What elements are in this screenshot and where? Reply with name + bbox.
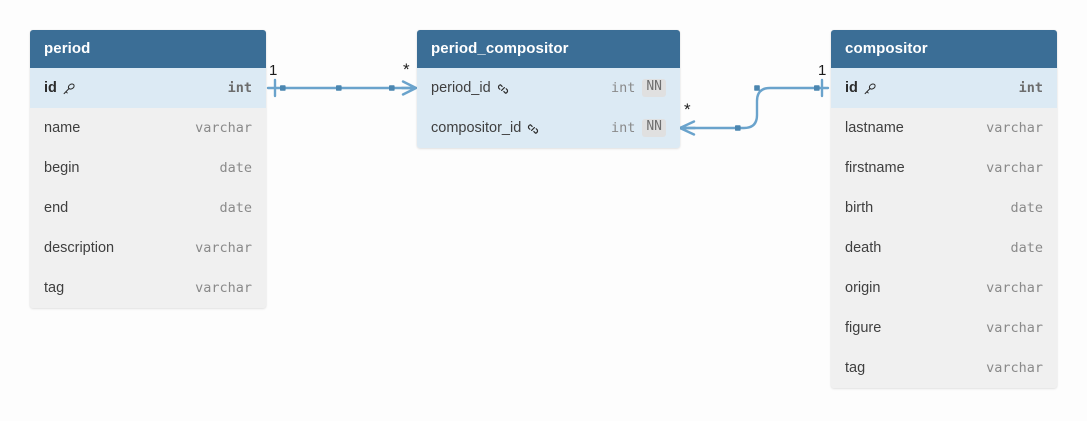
waypoint-dot xyxy=(814,85,820,91)
column-type: varchar xyxy=(195,280,252,296)
entity-table-compositor[interactable]: compositor id int last xyxy=(831,30,1057,388)
waypoint-dot xyxy=(336,85,342,91)
table-row[interactable]: origin varchar xyxy=(831,268,1057,308)
column-type: int xyxy=(610,80,636,96)
column-name: id xyxy=(44,80,57,96)
key-icon xyxy=(62,82,76,96)
column-name: birth xyxy=(845,200,874,216)
relationship-compositor-to-period-compositor[interactable] xyxy=(678,78,830,136)
column-name: tag xyxy=(44,280,65,296)
column-type: varchar xyxy=(986,320,1043,336)
table-row[interactable]: id int xyxy=(30,68,266,108)
entity-table-period[interactable]: period id int name xyxy=(30,30,266,308)
table-row[interactable]: description varchar xyxy=(30,228,266,268)
column-name: compositor_id xyxy=(431,120,522,136)
cardinality-label-one: 1 xyxy=(269,62,278,79)
column-name: tag xyxy=(845,360,866,376)
column-type: date xyxy=(219,200,252,216)
cardinality-label-one: 1 xyxy=(818,62,827,79)
column-type: date xyxy=(1010,200,1043,216)
table-row[interactable]: begin date xyxy=(30,148,266,188)
column-name: name xyxy=(44,120,81,136)
cardinality-label-many: * xyxy=(403,60,410,79)
crowsfoot-many xyxy=(678,120,697,136)
column-name: id xyxy=(845,80,858,96)
waypoint-dot xyxy=(754,85,760,91)
table-row[interactable]: period_id int NN xyxy=(417,68,680,108)
column-name: lastname xyxy=(845,120,904,136)
cardinality-label-many: * xyxy=(684,100,691,119)
table-title-compositor: compositor xyxy=(831,30,1057,68)
table-row[interactable]: id int xyxy=(831,68,1057,108)
table-row[interactable]: figure varchar xyxy=(831,308,1057,348)
column-name: origin xyxy=(845,280,881,296)
table-row[interactable]: lastname varchar xyxy=(831,108,1057,148)
table-row[interactable]: end date xyxy=(30,188,266,228)
column-name: firstname xyxy=(845,160,905,176)
column-type: varchar xyxy=(986,160,1043,176)
column-name: begin xyxy=(44,160,80,176)
column-type: varchar xyxy=(195,240,252,256)
column-name: end xyxy=(44,200,69,216)
column-type: date xyxy=(219,160,252,176)
column-name: description xyxy=(44,240,115,256)
column-type: int xyxy=(1018,80,1043,96)
table-row[interactable]: death date xyxy=(831,228,1057,268)
column-type: varchar xyxy=(986,280,1043,296)
key-icon xyxy=(863,82,877,96)
waypoint-dot xyxy=(389,85,395,91)
table-row[interactable]: firstname varchar xyxy=(831,148,1057,188)
not-null-badge: NN xyxy=(642,79,666,97)
column-name: death xyxy=(845,240,882,256)
waypoint-dot xyxy=(735,125,741,131)
table-row[interactable]: tag varchar xyxy=(30,268,266,308)
column-name: figure xyxy=(845,320,882,336)
crowsfoot-many xyxy=(400,80,418,96)
column-name: period_id xyxy=(431,80,491,96)
waypoint-dot xyxy=(280,85,286,91)
column-type: int xyxy=(227,80,252,96)
not-null-badge: NN xyxy=(642,119,666,137)
link-icon xyxy=(496,82,510,96)
table-row[interactable]: compositor_id int NN xyxy=(417,108,680,148)
column-type: varchar xyxy=(986,120,1043,136)
table-row[interactable]: name varchar xyxy=(30,108,266,148)
column-type: int xyxy=(610,120,636,136)
table-row[interactable]: birth date xyxy=(831,188,1057,228)
table-title-period: period xyxy=(30,30,266,68)
column-type: date xyxy=(1010,240,1043,256)
connector-line xyxy=(681,86,830,130)
table-title-period-compositor: period_compositor xyxy=(417,30,680,68)
entity-table-period-compositor[interactable]: period_compositor period_id int NN xyxy=(417,30,680,148)
table-row[interactable]: tag varchar xyxy=(831,348,1057,388)
link-icon xyxy=(526,122,540,136)
column-type: varchar xyxy=(986,360,1043,376)
column-type: varchar xyxy=(195,120,252,136)
relationship-period-to-period-compositor[interactable] xyxy=(266,78,418,98)
